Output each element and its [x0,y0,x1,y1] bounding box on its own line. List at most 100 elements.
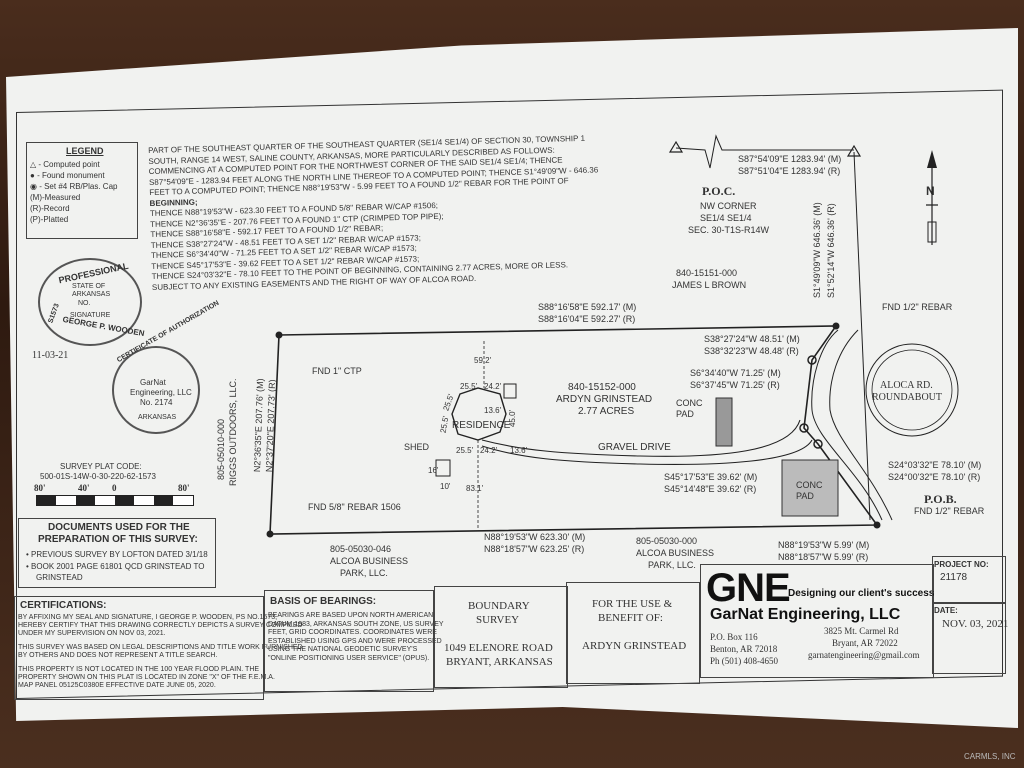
corner-pob [873,521,881,529]
north-arrow-label: N [926,184,935,198]
north-line-m: S87°54'09"E 1283.94' (M) [738,154,842,164]
residence-label: RESIDENCE [452,420,511,431]
poc-line1: NW CORNER [700,201,757,211]
dim-25a: 25.5' [460,382,478,391]
seal-date: 11-03-21 [32,350,69,361]
gravel-drive-edge [481,439,813,466]
north-arrow-base [927,221,937,243]
fnd-rebar-ne: FND 1/2" REBAR [882,302,953,312]
legend-box [26,142,138,239]
alcoa-road-edge-2 [829,329,893,521]
poc-line3: SEC. 30-T1S-R14W [688,225,770,235]
south-m: N88°19'53"W 623.30' (M) [484,532,586,542]
corner-set-1 [807,355,817,365]
survey-plat-title: SURVEY PLAT CODE: [60,462,142,471]
north-line-r: S87°51'04"E 1283.94' (R) [738,166,841,176]
south-e-parcel: 805-05030-000 [636,536,698,546]
gravel-drive-label: GRAVEL DRIVE [598,442,671,453]
dim-13b: 13.6' [510,446,528,455]
client-box [566,582,700,684]
south-w-owner2: PARK, LLC. [340,568,388,578]
documents-item1: • PREVIOUS SURVEY BY LOFTON DATED 3/1/18 [26,550,208,559]
documents-title2: PREPARATION OF THIS SURVEY: [38,534,198,545]
address1: 1049 ELENORE ROAD [444,642,553,654]
certifications-text: BY AFFIXING MY SEAL AND SIGNATURE, I GEO… [18,614,303,689]
scale-40: 40' [78,483,90,493]
legend-title: LEGEND [66,146,104,156]
tail-m: N88°19'53"W 5.99' (M) [778,540,870,550]
residence-octagon [451,387,507,441]
roundabout-l1: ALOCA RD. [880,380,933,391]
seg3-r: S45°14'48"E 39.62' (R) [664,484,757,494]
alcoa-road-edge-1 [811,329,883,521]
company-street: 3825 Mt. Carmel Rd [824,626,899,636]
seal-l4: SIGNATURE [70,312,111,319]
conc-pad-1: CONC PAD [676,398,703,419]
ne-triangle [846,144,862,157]
survey-title-box [434,586,568,688]
corner-set-2 [799,423,809,433]
seg4-m: S24°03'32"E 78.10' (M) [888,460,982,470]
legend-set: ◉ - Set #4 RB/Plas. Cap [30,182,118,191]
legend-computed: △ - Computed point [30,160,100,169]
parcel-acres: 2.77 ACRES [578,406,635,417]
scale-80-right: 80' [178,483,190,493]
company-box [700,564,934,678]
dim-45: 45.0' [508,409,518,428]
dim-59: 59.2' [474,356,492,365]
survey-l2: SURVEY [476,614,520,626]
seal-l2: ARKANSAS [72,291,111,298]
scale-80-left: 80' [34,483,46,493]
dim-24a: 24.2' [484,382,502,391]
client-name: ARDYN GRINSTEAD [582,640,687,652]
scale-bar [36,495,194,506]
dim-13a: 13.6' [484,406,502,415]
roundabout-inner [871,349,953,431]
residence-porch [503,383,517,399]
date-box [932,602,1006,674]
corner-nw [275,331,283,339]
project-number: 21178 [940,572,968,583]
fnd-58-rebar: FND 5/8" REBAR 1506 [308,502,401,512]
roundabout-circle [865,343,959,437]
poc-title: P.O.C. [702,184,736,198]
south-e-owner1: ALCOA BUSINESS [636,548,715,558]
corner-sw [266,530,274,538]
scale-0: 0 [112,483,117,493]
watermark: CARMLS, INC [964,752,1016,761]
conc-pad-2-fill [781,459,839,517]
south-e-owner2: PARK, LLC. [648,560,696,570]
survey-l1: BOUNDARY [468,600,530,612]
dim-83: 83.1' [466,484,484,493]
legend-platted: (P)-Platted [30,215,69,224]
certifications-title: CERTIFICATIONS: [20,600,107,611]
company-po: P.O. Box 116 [710,632,758,642]
project-box [932,556,1006,604]
seal-l1: STATE OF [72,283,106,290]
south-w-parcel: 805-05030-046 [330,544,392,554]
parcel-number: 840-15152-000 [568,382,636,393]
north-arrow-head [927,150,937,168]
poc-triangle [668,140,684,153]
documents-box [18,518,216,588]
legend-measured: (M)-Measured [30,193,81,202]
tail-r: N88°18'57"W 5.99' (R) [778,552,869,562]
east-section-line [853,151,871,521]
dim-25d: 25.5' [456,446,474,455]
gne-logo: GNE [706,566,791,610]
surveyor-seal [38,258,142,346]
poc-break-line [675,134,854,169]
legend-found: ● - Found monument [30,171,105,180]
south-w-owner1: ALCOA BUSINESS [330,556,409,566]
roundabout-l2: ROUNDABOUT [872,392,942,403]
company-name: GarNat Engineering, LLC [710,606,901,623]
north-r: S88°16'04"E 592.27' (R) [538,314,636,324]
company-city1: Benton, AR 72018 [710,644,778,654]
north-m: S88°16'58"E 592.17' (M) [538,302,637,312]
conc-pad-2: CONC PAD [796,480,823,501]
dim-24b: 24.2' [480,446,498,455]
gravel-drive [481,419,801,457]
adj-north-parcel: 840-15151-000 [676,268,738,278]
seg4-r: S24°00'32"E 78.10' (R) [888,472,981,482]
